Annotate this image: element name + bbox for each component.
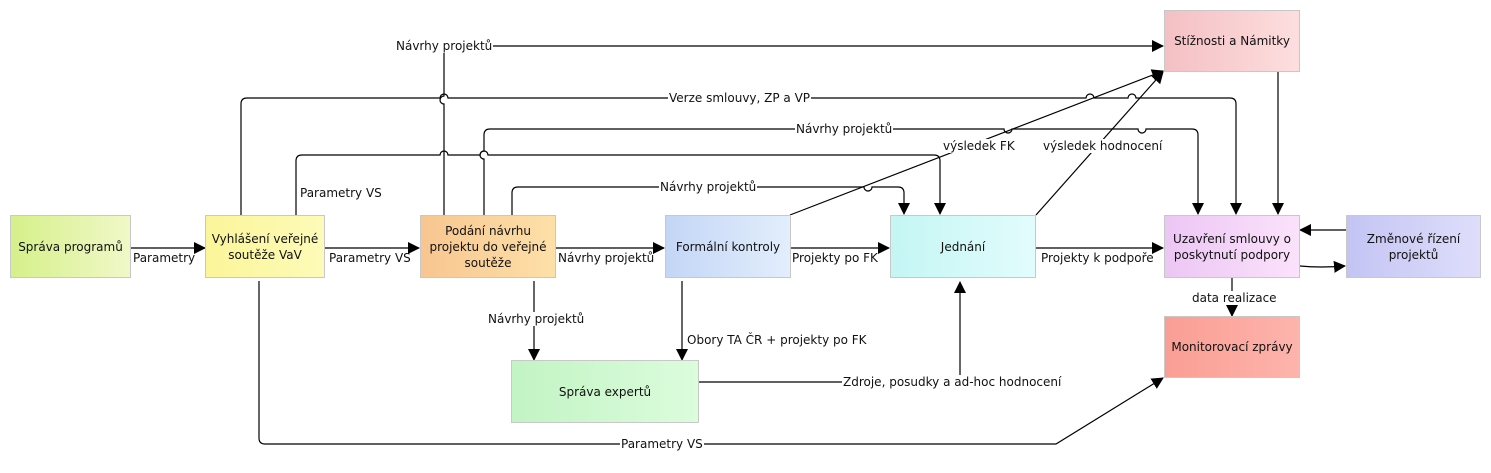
edge-label-e19: Zdroje, posudky a ad-hoc hodnocení (842, 375, 1063, 389)
node-sprava-programu[interactable]: Správa programů (10, 215, 131, 278)
edge-label-e20: Parametry VS (620, 437, 704, 451)
edge-e7 (1299, 260, 1346, 273)
edge-label-e3: Návrhy projektů (558, 251, 655, 265)
node-monitorovaci[interactable]: Monitorovací zprávy (1164, 316, 1300, 378)
edge-e19 (699, 281, 966, 383)
node-podani[interactable]: Podání návrhu projektu do veřejné soutěž… (420, 215, 556, 278)
edge-label-e1: Parametry (133, 251, 196, 265)
node-stiznosti[interactable]: Stížnosti a Námitky (1164, 10, 1300, 72)
node-jednani[interactable]: Jednání (890, 215, 1036, 278)
edge-e13 (511, 186, 910, 215)
edge-label-e5: Projekty k podpoře (1041, 251, 1154, 265)
edge-label-e12: Parametry VS (300, 186, 382, 200)
edge-label-e2: Parametry VS (329, 251, 411, 265)
edge-label-e18: Obory TA ČR + projekty po FK (687, 333, 867, 347)
edge-label-e4: Projekty po FK (792, 251, 878, 265)
node-uzavreni[interactable]: Uzavření smlouvy o poskytnutí podpory (1164, 215, 1300, 278)
edge-e12 (295, 150, 946, 215)
edge-label-e13: Návrhy projektů (659, 180, 758, 194)
edge-e9 (439, 40, 1164, 215)
edge-e10 (240, 93, 1242, 215)
node-formalni[interactable]: Formální kontroly (665, 215, 791, 278)
edge-label-e10: Verze smlouvy, ZP a VP (668, 91, 812, 105)
node-zmenove[interactable]: Změnové řízení projektů (1346, 215, 1481, 278)
edge-label-e11: Návrhy projektů (795, 122, 894, 136)
edge-label-e14: výsledek FK (942, 139, 1016, 153)
node-vyhlaseni[interactable]: Vyhlášení veřejné soutěže VaV (205, 215, 325, 278)
edge-label-e15: výsledek hodnocení (1042, 139, 1164, 153)
edge-e20 (258, 281, 1164, 445)
edge-label-e8: data realizace (1191, 291, 1278, 305)
edge-label-e9: Návrhy projektů (395, 39, 494, 53)
edge-label-e17: Návrhy projektů (487, 312, 586, 326)
node-sprava-expertu[interactable]: Správa expertů (511, 360, 699, 423)
